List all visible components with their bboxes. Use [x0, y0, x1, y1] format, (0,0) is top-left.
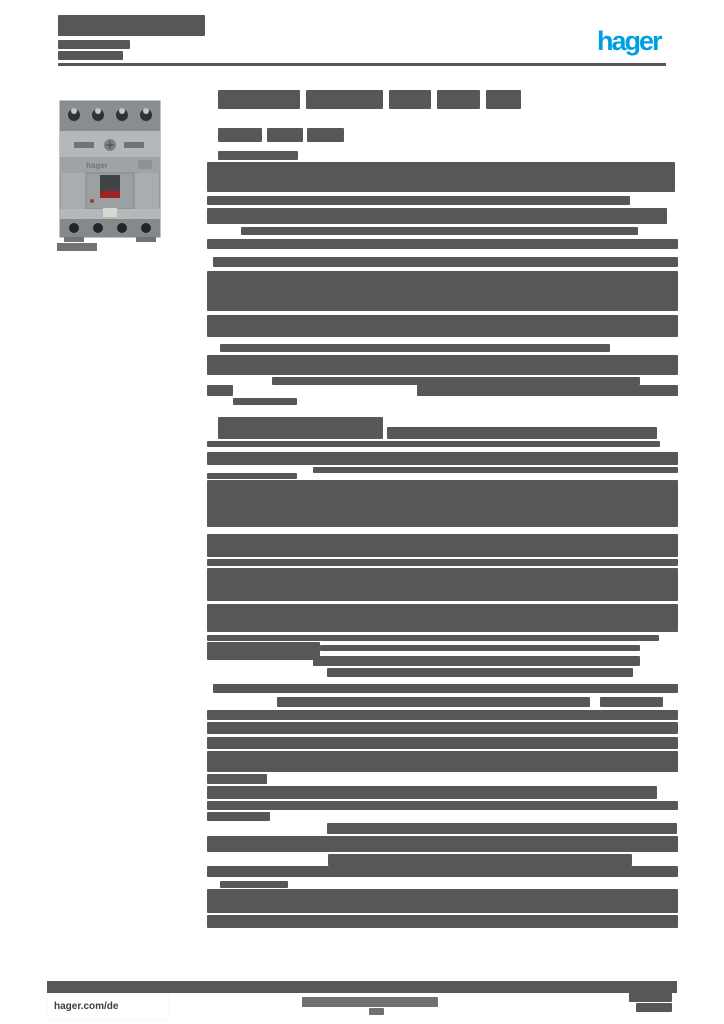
redacted-text-block: [241, 227, 638, 235]
redacted-text-block: [207, 836, 678, 852]
product-image: hager: [59, 100, 161, 242]
redacted-text-block: [207, 801, 678, 810]
redacted-text-block: [417, 385, 678, 396]
redacted-text-block: [220, 344, 610, 352]
redacted-text-block: [207, 722, 678, 734]
redacted-text-block: [629, 992, 672, 1002]
redacted-text-block: [218, 90, 300, 109]
redacted-text-block: [320, 645, 640, 651]
redacted-text-block: [207, 315, 678, 337]
redacted-text-block: [207, 196, 630, 205]
redacted-text-block: [486, 90, 521, 109]
redacted-text-block: [207, 385, 233, 396]
footer-site-box[interactable]: hager.com/de: [48, 993, 168, 1020]
redacted-text-block: [207, 866, 678, 877]
redacted-text-block: [207, 751, 678, 772]
redacted-text-block: [207, 642, 320, 660]
redacted-text-block: [207, 441, 660, 447]
redacted-text-block: [207, 604, 678, 632]
hager-logo: hager: [597, 26, 663, 56]
redacted-text-block: [389, 90, 431, 109]
redacted-text-block: [58, 40, 130, 49]
redacted-text-block: [207, 786, 657, 799]
redacted-text-block: [369, 1008, 384, 1015]
redacted-text-block: [213, 257, 678, 267]
footer-site-link[interactable]: hager.com/de: [54, 1001, 119, 1012]
redacted-text-block: [207, 812, 270, 821]
redacted-text-block: [328, 854, 632, 866]
redacted-text-block: [218, 128, 262, 142]
redacted-text-block: [327, 668, 633, 677]
redacted-text-block: [437, 90, 480, 109]
redacted-text-block: [277, 697, 590, 707]
redacted-text-block: [58, 15, 205, 36]
top-terminal-screws: [68, 109, 152, 121]
redacted-text-block: [267, 128, 303, 142]
vent-slot: [124, 142, 144, 148]
trip-indicator-dot: [90, 199, 94, 203]
toggle-handle: [100, 175, 120, 191]
redacted-text-block: [327, 823, 677, 834]
redacted-text-block: [220, 881, 288, 888]
redacted-text-block: [636, 1003, 672, 1012]
redacted-text-block: [307, 128, 344, 142]
redacted-text-block: [302, 997, 438, 1007]
redacted-text-block: [207, 737, 678, 749]
redacted-text-block: [600, 697, 663, 707]
hager-logo-text: hager: [597, 26, 663, 56]
redacted-text-block: [387, 427, 657, 439]
redacted-text-block: [207, 208, 667, 224]
redacted-text-block: [207, 355, 678, 375]
redacted-text-block: [207, 568, 678, 601]
bottom-terminal-screws: [69, 223, 151, 233]
redacted-text-block: [218, 151, 298, 160]
redacted-text-block: [207, 271, 678, 311]
vent-slot: [74, 142, 94, 148]
redacted-text-block: [207, 473, 297, 479]
redacted-text-block: [207, 239, 678, 249]
series-badge: [138, 160, 152, 169]
redacted-text-block: [207, 534, 678, 557]
redacted-text-block: [207, 915, 678, 928]
redacted-text-block: [306, 90, 383, 109]
redacted-text-block: [218, 417, 383, 439]
redacted-text-block: [207, 480, 678, 527]
redacted-text-block: [207, 559, 678, 566]
redacted-text-block: [213, 684, 678, 693]
product-image-caption-block: [57, 243, 97, 251]
redacted-text-block: [272, 377, 640, 385]
redacted-text-block: [233, 398, 297, 405]
redacted-text-block: [313, 467, 678, 473]
redacted-text-block: [58, 51, 123, 60]
redacted-text-block: [207, 162, 675, 192]
toggle-red-indicator: [100, 191, 120, 198]
redacted-text-block: [207, 889, 678, 913]
redacted-text-block: [313, 656, 640, 666]
redacted-text-block: [207, 452, 678, 465]
redacted-text-block: [207, 774, 267, 784]
breaker-brand-text: hager: [86, 161, 108, 170]
redacted-text-block: [207, 710, 678, 720]
footer-band: [47, 981, 677, 993]
header-rule: [58, 63, 666, 66]
rating-label: [103, 208, 117, 217]
redacted-text-block: [207, 635, 659, 641]
